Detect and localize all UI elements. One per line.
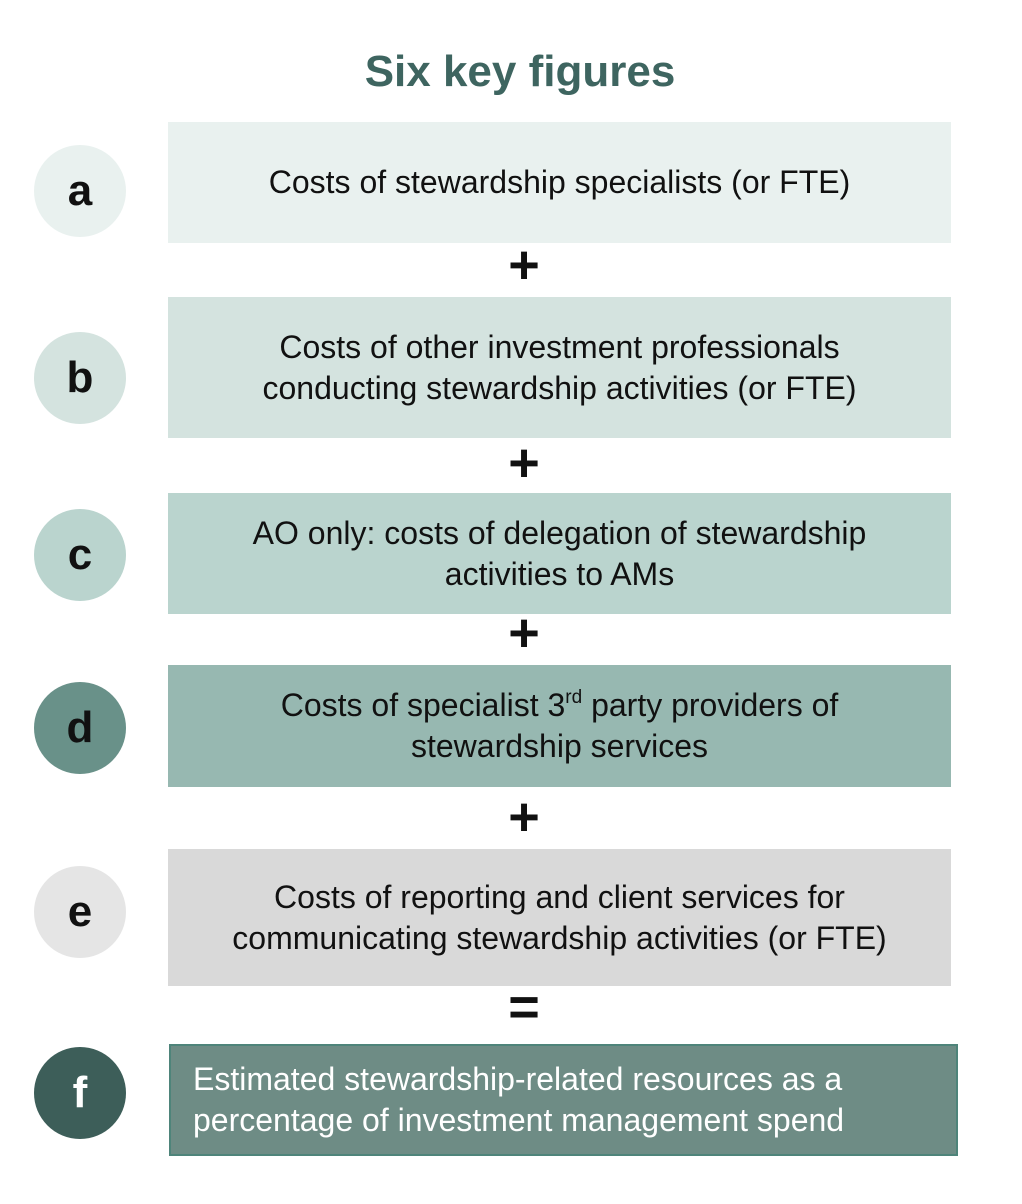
- step-a-circle: a: [34, 145, 126, 237]
- step-e-box: Costs of reporting and client services f…: [168, 849, 951, 986]
- plus-operator: +: [508, 603, 540, 663]
- step-c-circle: c: [34, 509, 126, 601]
- step-b-letter: b: [66, 353, 94, 402]
- step-e-letter: e: [67, 887, 93, 936]
- step-f-result-box: Estimated stewardship-related resources …: [169, 1044, 958, 1156]
- step-d-circle: d: [34, 682, 126, 774]
- step-f-line-1: Estimated stewardship-related resources …: [193, 1061, 843, 1097]
- step-f-line-2: percentage of investment management spen…: [193, 1102, 845, 1138]
- step-c-line-2: activities to AMs: [444, 555, 675, 592]
- equals-operator: =: [508, 977, 540, 1037]
- diagram-title: Six key figures: [364, 47, 676, 96]
- plus-operator: +: [508, 787, 540, 847]
- step-d-line-1-text-before: Costs of specialist 3: [280, 687, 566, 723]
- plus-operator: +: [508, 235, 540, 295]
- plus-operator: +: [508, 433, 540, 493]
- step-b-line-1: Costs of other investment professionals: [279, 328, 840, 365]
- step-e-line-2: communicating stewardship activities (or…: [232, 919, 887, 956]
- step-d-line-2: stewardship services: [410, 728, 708, 764]
- step-a-line-1: Costs of stewardship specialists (or FTE…: [268, 164, 851, 200]
- step-d-line-1: Costs of specialist 3rd party providers …: [281, 685, 839, 726]
- step-c-box: AO only: costs of delegation of stewards…: [168, 493, 951, 614]
- step-a-box: Costs of stewardship specialists (or FTE…: [168, 122, 951, 243]
- step-d-line-1-superscript: rd: [565, 687, 583, 708]
- step-a-letter: a: [67, 166, 93, 215]
- step-d-line-1-text-after: party providers of: [582, 687, 839, 723]
- step-f-circle: f: [34, 1047, 126, 1139]
- step-b-box: Costs of other investment professionals …: [168, 297, 951, 438]
- step-c-line-1: AO only: costs of delegation of stewards…: [252, 514, 867, 551]
- step-d-letter: d: [66, 703, 94, 752]
- step-b-circle: b: [34, 332, 126, 424]
- step-f-letter: f: [72, 1068, 88, 1117]
- step-d-box: Costs of specialist 3rd party providers …: [168, 665, 951, 787]
- step-b-line-2: conducting stewardship activities (or FT…: [262, 369, 857, 406]
- step-e-circle: e: [34, 866, 126, 958]
- step-c-letter: c: [67, 530, 93, 579]
- step-e-line-1: Costs of reporting and client services f…: [274, 878, 845, 915]
